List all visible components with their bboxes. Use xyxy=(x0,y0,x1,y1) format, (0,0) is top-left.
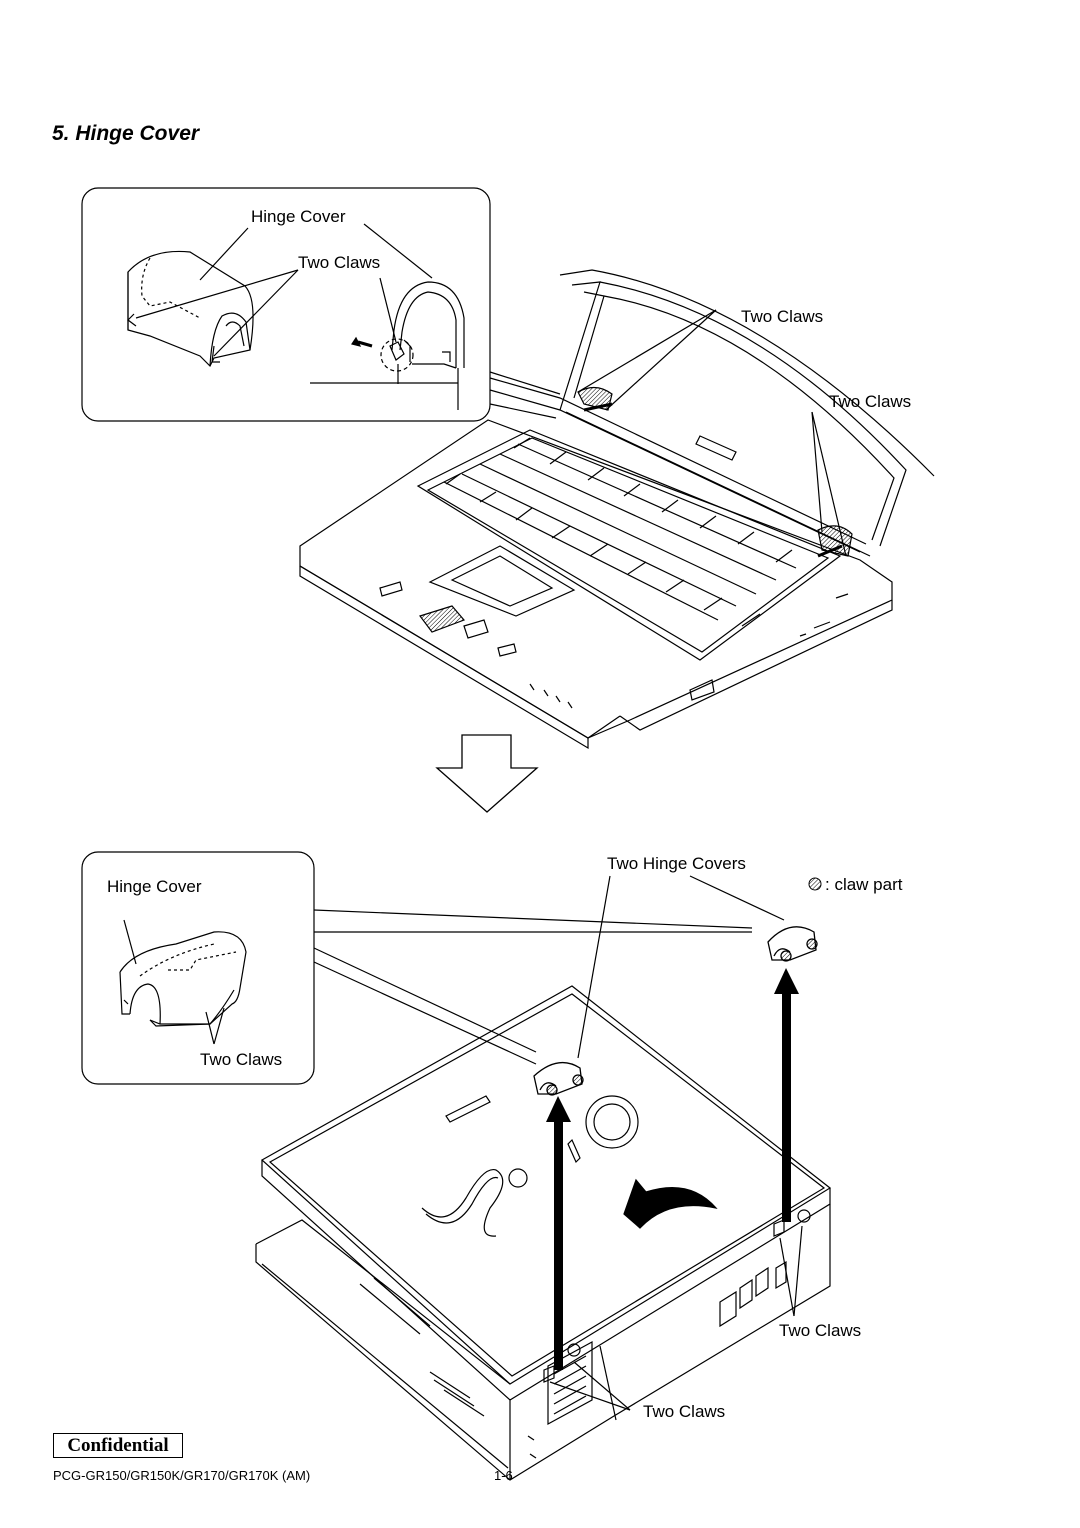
step2-inset xyxy=(81,851,753,1085)
up-arrow-right xyxy=(774,968,799,1222)
hinge-cover-drawing xyxy=(127,250,254,368)
footer-page-number: 1-6 xyxy=(494,1468,513,1483)
claw-closeup-drawing xyxy=(310,281,465,410)
down-arrow xyxy=(435,734,539,813)
step1-inset xyxy=(81,187,561,422)
claw-part-legend-icon xyxy=(808,877,822,891)
laptop-closed-drawing xyxy=(255,985,832,1481)
step2-inset-frame xyxy=(81,851,315,1085)
confidential-stamp: Confidential xyxy=(53,1433,183,1458)
step1-inset-label-cover: Hinge Cover xyxy=(251,207,346,226)
section-title: 5. Hinge Cover xyxy=(52,122,200,145)
step1-inset-label-claws: Two Claws xyxy=(298,253,380,272)
step1-label-claws-right: Two Claws xyxy=(829,392,911,411)
removed-hinge-cover-left xyxy=(533,1061,584,1096)
step1-label-claws-left: Two Claws xyxy=(741,307,823,326)
step2-label-claws-bottom: Two Claws xyxy=(643,1402,725,1421)
laptop-open-drawing xyxy=(299,269,935,750)
step2-label-two-hinge-covers: Two Hinge Covers xyxy=(607,854,746,873)
removed-hinge-cover-right xyxy=(767,926,818,962)
step1-inset-frame xyxy=(81,187,491,422)
footer-model-number: PCG-GR150/GR150K/GR170/GR170K (AM) xyxy=(53,1468,311,1483)
step2-legend-claw-part: : claw part xyxy=(825,875,903,894)
up-arrow-left xyxy=(546,1096,571,1370)
step2-inset-label-claws: Two Claws xyxy=(200,1050,282,1069)
hinge-cover-drawing-2 xyxy=(119,931,247,1027)
step2-label-claws-right: Two Claws xyxy=(779,1321,861,1340)
step2-inset-label-cover: Hinge Cover xyxy=(107,877,202,896)
